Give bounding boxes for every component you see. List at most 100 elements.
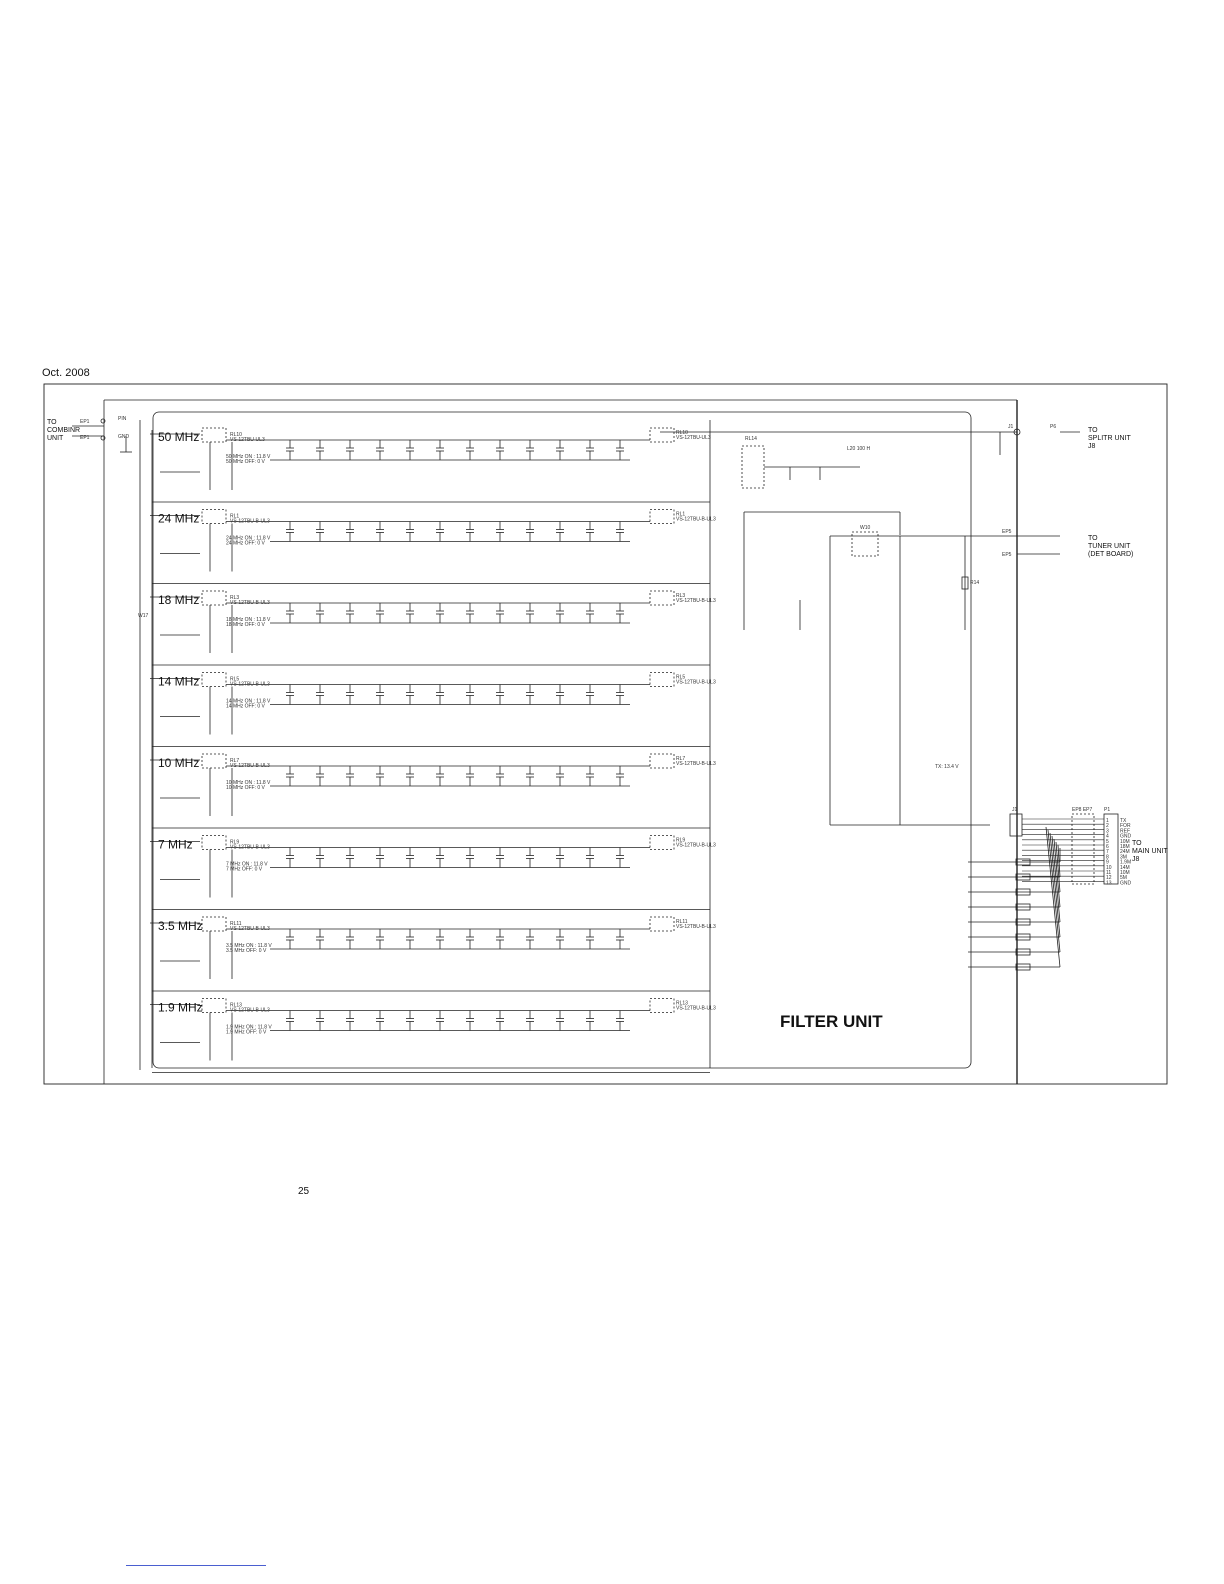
relay-in (201, 753, 227, 769)
band-label: 24 MHz (158, 512, 199, 526)
main-pin-label: GND (1120, 880, 1132, 886)
main-pin-number: 8 (1106, 854, 1109, 860)
relay-out (649, 753, 675, 769)
svg-text:TX: 13.4 V: TX: 13.4 V (935, 764, 959, 770)
svg-text:EP8 EP7: EP8 EP7 (1072, 807, 1093, 813)
svg-text:EP1: EP1 (80, 419, 90, 425)
svg-text:PIN: PIN (118, 416, 127, 422)
relay-in (201, 590, 227, 606)
svg-text:EP5: EP5 (1002, 529, 1012, 535)
main-pin-label: FOR (1120, 823, 1131, 829)
main-pin-label: 5M (1120, 875, 1127, 881)
main-pin-label: 10M (1120, 839, 1130, 845)
main-pin-label: 24M (1120, 849, 1130, 855)
main-pin-label: REF (1120, 828, 1130, 834)
relay-out (649, 835, 675, 850)
relay-in (201, 427, 227, 443)
main-pin-label: 10M (1120, 870, 1130, 876)
relay-in (201, 916, 227, 932)
svg-text:GND: GND (118, 434, 130, 440)
band-label: 1.9 MHz (158, 1001, 203, 1015)
main-pin-label: 1.9M (1120, 860, 1131, 866)
main-pin-number: 11 (1106, 870, 1111, 876)
main-pin-number: 4 (1106, 834, 1109, 840)
filter-panel (152, 411, 972, 1069)
svg-text:W17: W17 (138, 613, 149, 619)
relay-out (649, 427, 675, 443)
svg-text:P1: P1 (1104, 807, 1110, 813)
svg-text:W10: W10 (860, 525, 871, 531)
relay-out (649, 509, 675, 524)
main-pin-number: 12 (1106, 875, 1112, 881)
svg-text:P6: P6 (1050, 424, 1056, 430)
main-pin-number: 7 (1106, 849, 1109, 855)
band-label: 3.5 MHz (158, 919, 203, 933)
schematic-frame (43, 383, 1168, 1085)
main-pin-number: 5 (1106, 839, 1109, 845)
main-pin-number: 13 (1106, 880, 1112, 886)
main-pin-number: 9 (1106, 860, 1109, 866)
band-label: 14 MHz (158, 675, 199, 689)
svg-text:J1: J1 (1008, 424, 1014, 430)
footer-link-underline (126, 1565, 266, 1566)
svg-text:RL14: RL14 (745, 436, 757, 442)
main-pin-number: 10 (1106, 865, 1112, 871)
page-number: 25 (298, 1186, 310, 1197)
header-date: Oct. 2008 (42, 367, 90, 379)
relay-out (649, 590, 675, 606)
relay-in (201, 835, 227, 850)
relay-out (649, 916, 675, 932)
main-pin-label: GND (1120, 834, 1132, 840)
main-pin-label: 18M (1120, 844, 1130, 850)
relay-in (201, 672, 227, 687)
band-label: 7 MHz (158, 838, 193, 852)
relay-out (649, 672, 675, 687)
main-pin-number: 6 (1106, 844, 1109, 850)
main-pin-number: 1 (1106, 818, 1109, 824)
filter-unit-title: FILTER UNIT (780, 1012, 883, 1031)
relay-in (201, 998, 227, 1013)
band-label: 10 MHz (158, 756, 199, 770)
main-pin-number: 3 (1106, 828, 1109, 834)
svg-text:EP1: EP1 (80, 435, 90, 441)
main-pin-label: 14M (1120, 865, 1130, 871)
